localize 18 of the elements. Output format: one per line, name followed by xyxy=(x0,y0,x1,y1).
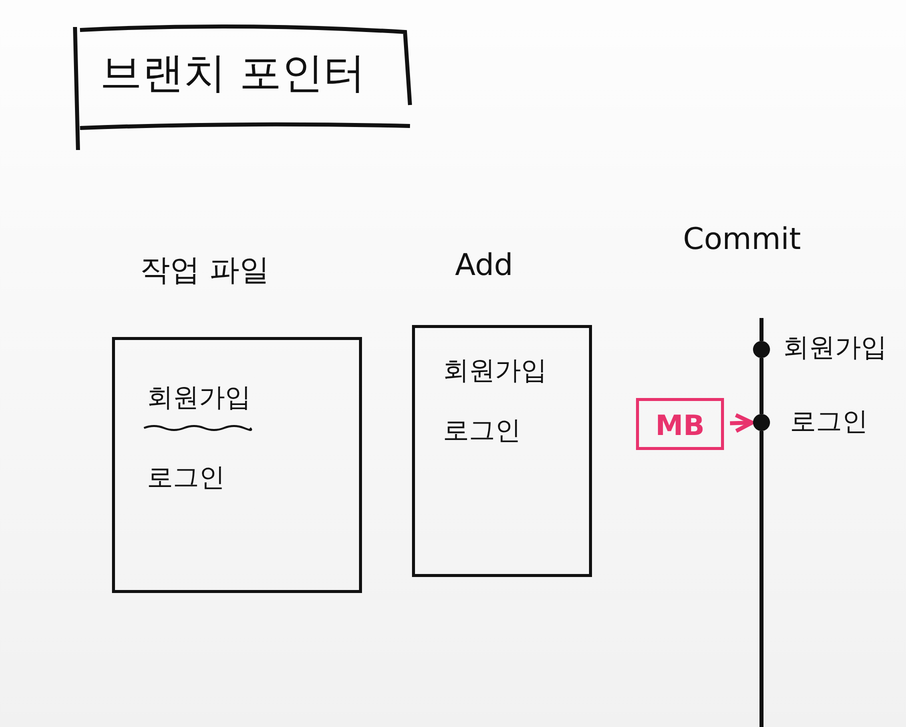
branch-pointer-box xyxy=(636,398,724,450)
column-heading: Commit xyxy=(683,222,801,257)
file-name: 로그인 xyxy=(147,462,225,495)
commit-message: 로그인 xyxy=(790,406,868,439)
column-heading: Add xyxy=(455,248,514,283)
file-name: 회원가입 xyxy=(147,382,251,415)
file-list-box xyxy=(412,325,592,577)
file-name: 로그인 xyxy=(443,415,521,448)
commit-dot xyxy=(753,414,770,431)
file-list-box xyxy=(112,337,362,593)
commit-line xyxy=(760,358,764,414)
commit-dot xyxy=(753,341,770,358)
commit-message: 회원가입 xyxy=(783,332,887,365)
branch-name: MB xyxy=(654,409,706,442)
column-heading: 작업 파일 xyxy=(140,252,270,290)
arrow xyxy=(730,413,754,434)
file-name: 회원가입 xyxy=(443,355,547,388)
title: 브랜치 포인터 xyxy=(100,47,366,99)
